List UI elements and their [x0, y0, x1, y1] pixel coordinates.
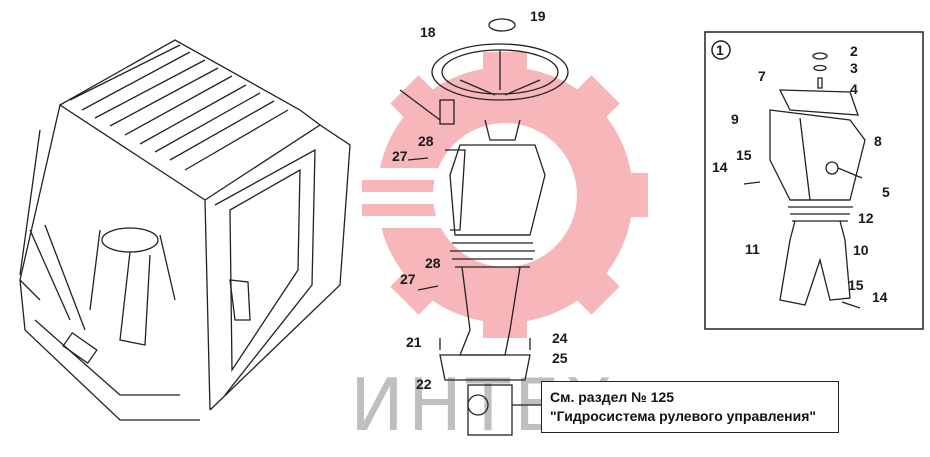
callout-22: 22 [416, 376, 432, 392]
detail-label-14-lower: 14 [872, 289, 888, 305]
callout-25: 25 [552, 350, 568, 366]
gear-logo-icon [330, 52, 648, 338]
detail-label-12: 12 [858, 210, 874, 226]
detail-label-3: 3 [850, 60, 858, 76]
callout-28-upper: 28 [418, 133, 434, 149]
steering-column-drawing [399, 18, 569, 436]
detail-label-7: 7 [758, 68, 766, 84]
detail-panel: 1 2 3 4 7 9 8 14 15 5 12 11 10 15 14 [704, 31, 924, 330]
callout-18: 18 [420, 24, 436, 40]
detail-label-2: 2 [850, 43, 858, 59]
detail-label-9: 9 [731, 111, 739, 127]
callout-19: 19 [530, 8, 546, 24]
detail-label-15-lower: 15 [848, 277, 864, 293]
detail-label-15-upper: 15 [736, 147, 752, 163]
reference-note-line1: См. раздел № 125 [550, 389, 675, 405]
detail-label-11: 11 [745, 241, 760, 257]
detail-label-8: 8 [874, 133, 882, 149]
callout-28-lower: 28 [425, 255, 441, 271]
reference-note-box: См. раздел № 125 "Гидросистема рулевого … [541, 381, 839, 433]
detail-label-5: 5 [882, 184, 890, 200]
cab-drawing [19, 39, 351, 421]
detail-label-10: 10 [853, 242, 869, 258]
callout-27-lower: 27 [400, 271, 416, 287]
callout-27-upper: 27 [392, 148, 408, 164]
callout-21: 21 [406, 334, 422, 350]
detail-marker: 1 [716, 42, 724, 58]
callout-24: 24 [552, 330, 568, 346]
reference-note-line2: "Гидросистема рулевого управления" [550, 408, 817, 424]
detail-label-14-upper: 14 [712, 159, 728, 175]
detail-label-4: 4 [850, 81, 858, 97]
